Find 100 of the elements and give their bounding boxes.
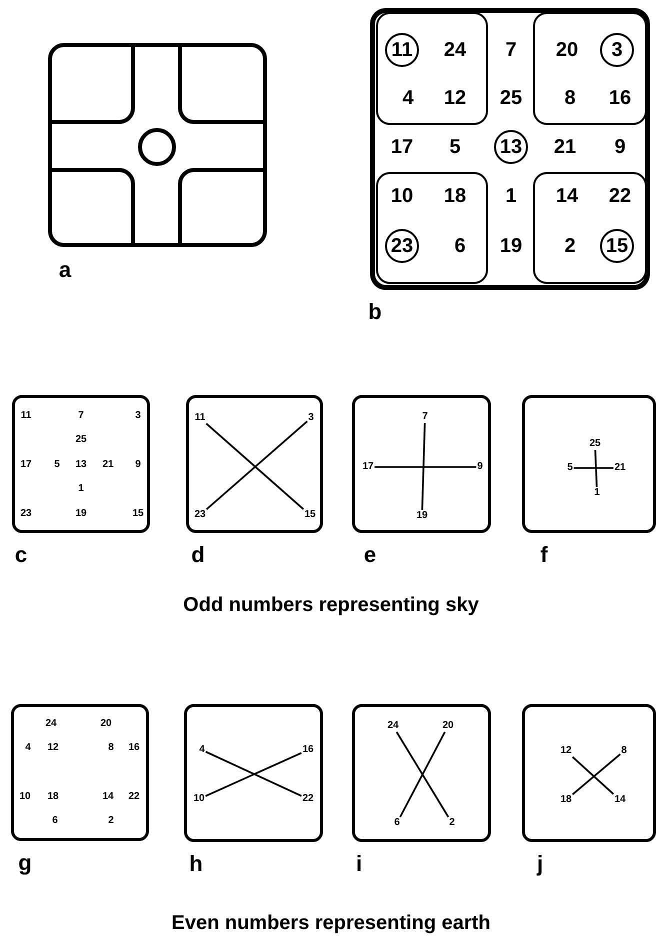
number: 23 (20, 509, 32, 519)
number: 8 (108, 743, 114, 753)
number: 5 (449, 137, 461, 157)
number: 2 (564, 236, 576, 256)
panel-letter: g (18, 852, 32, 874)
number: 12 (559, 745, 573, 757)
number: 19 (75, 509, 87, 519)
caption: Odd numbers representing sky (183, 595, 479, 615)
connecting-line (572, 756, 614, 795)
line-panel (522, 704, 656, 842)
number: 3 (135, 411, 141, 421)
number: 16 (608, 88, 632, 108)
connecting-line (374, 466, 476, 468)
number-panel (376, 12, 488, 125)
panel-letter: a (58, 259, 72, 281)
number: 12 (444, 88, 466, 108)
line-panel (184, 704, 323, 842)
number: 8 (620, 745, 628, 757)
number: 17 (361, 461, 375, 473)
number: 5 (54, 460, 60, 470)
number: 24 (386, 720, 400, 732)
panel-letter: d (191, 544, 205, 566)
line-panel (352, 395, 491, 533)
panel-letter: c (14, 544, 28, 566)
number: 19 (415, 510, 429, 522)
number: 24 (444, 40, 466, 60)
number: 1 (505, 186, 517, 206)
connecting-line (572, 754, 621, 796)
number: 3 (307, 412, 315, 424)
number-panel (376, 172, 488, 284)
number: 4 (198, 744, 206, 756)
number: 15 (132, 509, 144, 519)
number: 2 (448, 817, 456, 829)
number: 25 (500, 88, 522, 108)
number: 18 (444, 186, 466, 206)
number: 18 (559, 794, 573, 806)
number: 15 (303, 509, 317, 521)
number: 9 (135, 460, 141, 470)
circled-number: 23 (385, 229, 419, 263)
number-panel (12, 395, 150, 533)
number: 17 (20, 460, 32, 470)
number: 14 (102, 792, 114, 802)
circled-number: 15 (600, 229, 634, 263)
number: 16 (301, 744, 315, 756)
number: 20 (100, 719, 112, 729)
number: 24 (45, 719, 57, 729)
connecting-line (574, 467, 614, 469)
circled-number: 13 (494, 130, 528, 164)
number: 1 (78, 484, 84, 494)
number: 6 (454, 236, 466, 256)
number: 16 (128, 743, 140, 753)
number: 14 (613, 794, 627, 806)
magic-square-frame (370, 8, 650, 290)
number: 5 (566, 462, 574, 474)
panel-letter: i (356, 853, 362, 875)
number: 10 (192, 793, 206, 805)
number: 7 (421, 411, 429, 423)
number: 21 (554, 137, 576, 157)
line-panel (186, 395, 323, 533)
number: 21 (102, 460, 114, 470)
number: 4 (25, 743, 31, 753)
number: 18 (47, 792, 59, 802)
panel-letter: f (540, 544, 548, 566)
number: 22 (301, 793, 315, 805)
number: 6 (393, 817, 401, 829)
number: 7 (78, 411, 84, 421)
number: 25 (75, 435, 87, 445)
number: 17 (390, 137, 414, 157)
number: 22 (608, 186, 632, 206)
number: 11 (194, 412, 206, 424)
number: 1 (593, 487, 601, 499)
number: 11 (20, 411, 32, 421)
number: 20 (556, 40, 578, 60)
number: 19 (500, 236, 522, 256)
number: 9 (476, 461, 484, 473)
number: 12 (47, 743, 59, 753)
number: 21 (613, 462, 627, 474)
number: 7 (505, 40, 517, 60)
circled-number: 11 (385, 33, 419, 67)
number: 9 (614, 137, 626, 157)
number-panel (533, 12, 647, 125)
number: 10 (390, 186, 414, 206)
number-panel (533, 172, 647, 284)
number: 22 (128, 792, 140, 802)
circled-number: 3 (600, 33, 634, 67)
number: 23 (193, 509, 207, 521)
caption: Even numbers representing earth (172, 913, 490, 933)
line-panel (522, 395, 656, 533)
number: 2 (108, 816, 114, 826)
number: 8 (564, 88, 576, 108)
panel-letter: j (536, 853, 544, 875)
panel-letter: b (368, 301, 382, 323)
number: 4 (402, 88, 414, 108)
number: 13 (75, 460, 87, 470)
panel-letter: h (189, 853, 203, 875)
number: 20 (441, 720, 455, 732)
number: 14 (556, 186, 578, 206)
line-panel (352, 704, 491, 842)
number-panel (11, 704, 149, 841)
number: 10 (19, 792, 31, 802)
